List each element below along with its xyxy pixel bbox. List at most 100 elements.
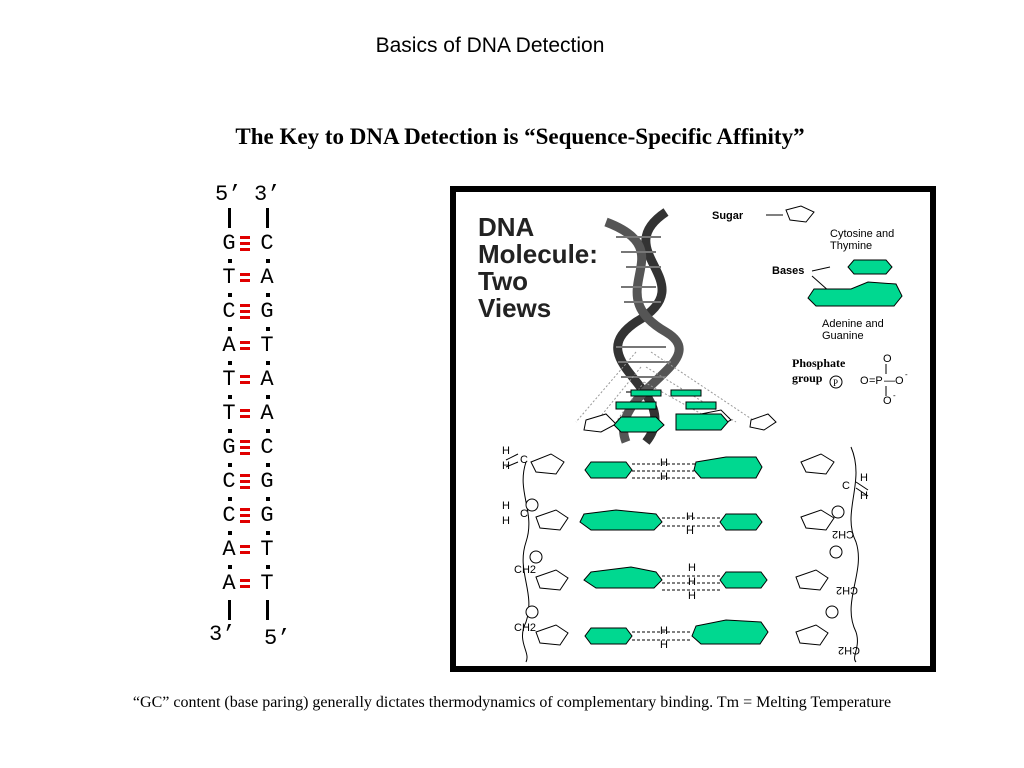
svg-text:—O: —O: [884, 375, 904, 387]
double-hydrogen-bond: [240, 579, 250, 591]
dna-illustration: P O O =P —O O - -: [505, 205, 908, 663]
figure-title: DNA Molecule: Two Views: [478, 214, 598, 322]
slide-subtitle: The Key to DNA Detection is “Sequence-Sp…: [0, 124, 1024, 150]
backbone-link: [266, 565, 270, 569]
left-strand-top-line: [228, 208, 231, 228]
left-strand-bottom-end: 3’: [209, 622, 236, 647]
carbon-label: C: [520, 454, 528, 466]
hydrogen-bond-label: H: [688, 562, 696, 574]
base-right: C: [260, 231, 274, 256]
hydrogen-bond-label: H: [660, 625, 668, 637]
ch2-label: CH2: [838, 644, 861, 656]
hydrogen-bond-label: H: [686, 511, 694, 523]
backbone-link: [228, 531, 232, 535]
ch2-label: CH2: [514, 622, 537, 634]
hydrogen-bond-label: H: [688, 576, 696, 588]
base-left: A: [222, 333, 236, 358]
base-right: C: [260, 435, 274, 460]
backbone-link: [228, 259, 232, 263]
carbon-label: C: [842, 480, 850, 492]
backbone-link: [266, 293, 270, 297]
double-hydrogen-bond: [240, 273, 250, 285]
purine-label: Adenine and Guanine: [822, 318, 884, 342]
base-left: T: [222, 265, 236, 290]
base-right: G: [260, 469, 274, 494]
triple-hydrogen-bond: [240, 304, 250, 322]
backbone-link: [228, 293, 232, 297]
bases-label: Bases: [772, 265, 805, 277]
purine-label-line: Guanine: [822, 330, 864, 342]
backbone-link: [228, 327, 232, 331]
hydrogen-bond-label: H: [688, 590, 696, 602]
triple-hydrogen-bond: [240, 474, 250, 492]
svg-text:O: O: [883, 353, 892, 365]
double-helix-graphic: [575, 208, 777, 445]
backbone-link: [266, 259, 270, 263]
right-strand-bottom-line: [266, 600, 269, 620]
backbone-link: [228, 497, 232, 501]
figure-title-line: Molecule:: [478, 239, 598, 269]
base-left: T: [222, 401, 236, 426]
base-right: A: [260, 265, 274, 290]
phosphate-label-line: Phosphate: [792, 356, 846, 370]
legend-graphics: P O O =P —O O - -: [766, 205, 908, 407]
slide-title: Basics of DNA Detection: [0, 34, 1024, 58]
phosphate-label: Phosphate group: [792, 356, 845, 386]
base-right: G: [260, 299, 274, 324]
svg-text:-: -: [893, 391, 896, 400]
backbone-link: [266, 531, 270, 535]
figure-title-line: Two: [478, 266, 529, 296]
triple-hydrogen-bond: [240, 508, 250, 526]
backbone-link: [266, 463, 270, 467]
base-right: T: [260, 333, 274, 358]
hydrogen-bond-label: H: [660, 471, 668, 483]
base-right: A: [260, 401, 274, 426]
left-strand-bottom-line: [228, 600, 231, 620]
double-hydrogen-bond: [240, 341, 250, 353]
hydrogen-label: H: [502, 500, 510, 512]
ch2-label: CH2: [832, 528, 855, 540]
backbone-link: [228, 429, 232, 433]
base-left: C: [222, 299, 236, 324]
pyrimidine-label: Cytosine and Thymine: [830, 228, 894, 252]
right-strand-bottom-end: 5’: [264, 626, 291, 651]
triple-hydrogen-bond: [240, 440, 250, 458]
backbone-link: [266, 327, 270, 331]
right-strand-top-line: [266, 208, 269, 228]
hydrogen-label: H: [502, 515, 510, 527]
base-left: A: [222, 537, 236, 562]
purine-label-line: Adenine and: [822, 318, 884, 330]
base-left: T: [222, 367, 236, 392]
backbone-link: [266, 429, 270, 433]
backbone-link: [266, 497, 270, 501]
pyrimidine-label-line: Thymine: [830, 240, 873, 252]
base-right: T: [260, 571, 274, 596]
phosphate-label-line: group: [792, 371, 823, 385]
sugar-label: Sugar: [712, 210, 744, 222]
hydrogen-label: H: [860, 472, 868, 484]
slide-title-text: Basics of DNA Detection: [375, 34, 605, 57]
hydrogen-bond-label: H: [660, 639, 668, 651]
double-hydrogen-bond: [240, 409, 250, 421]
backbone-link: [228, 361, 232, 365]
base-left: C: [222, 503, 236, 528]
ladder-graphic: [505, 446, 869, 663]
base-left: C: [222, 469, 236, 494]
backbone-link: [228, 395, 232, 399]
backbone-link: [266, 395, 270, 399]
double-hydrogen-bond: [240, 375, 250, 387]
svg-text:=P: =P: [869, 375, 883, 387]
base-right: G: [260, 503, 274, 528]
hydrogen-bond-label: H: [660, 457, 668, 469]
triple-hydrogen-bond: [240, 236, 250, 254]
figure-title-line: DNA: [478, 212, 535, 242]
backbone-link: [266, 361, 270, 365]
base-right: A: [260, 367, 274, 392]
left-strand-top-end: 5’: [215, 182, 242, 207]
figure-title-line: Views: [478, 293, 552, 323]
dna-molecule-figure: DNA Molecule: Two Views: [450, 186, 936, 672]
hydrogen-bond-label: H: [686, 525, 694, 537]
base-left: A: [222, 571, 236, 596]
hydrogen-label: H: [502, 460, 510, 472]
ch2-label: CH2: [836, 584, 859, 596]
